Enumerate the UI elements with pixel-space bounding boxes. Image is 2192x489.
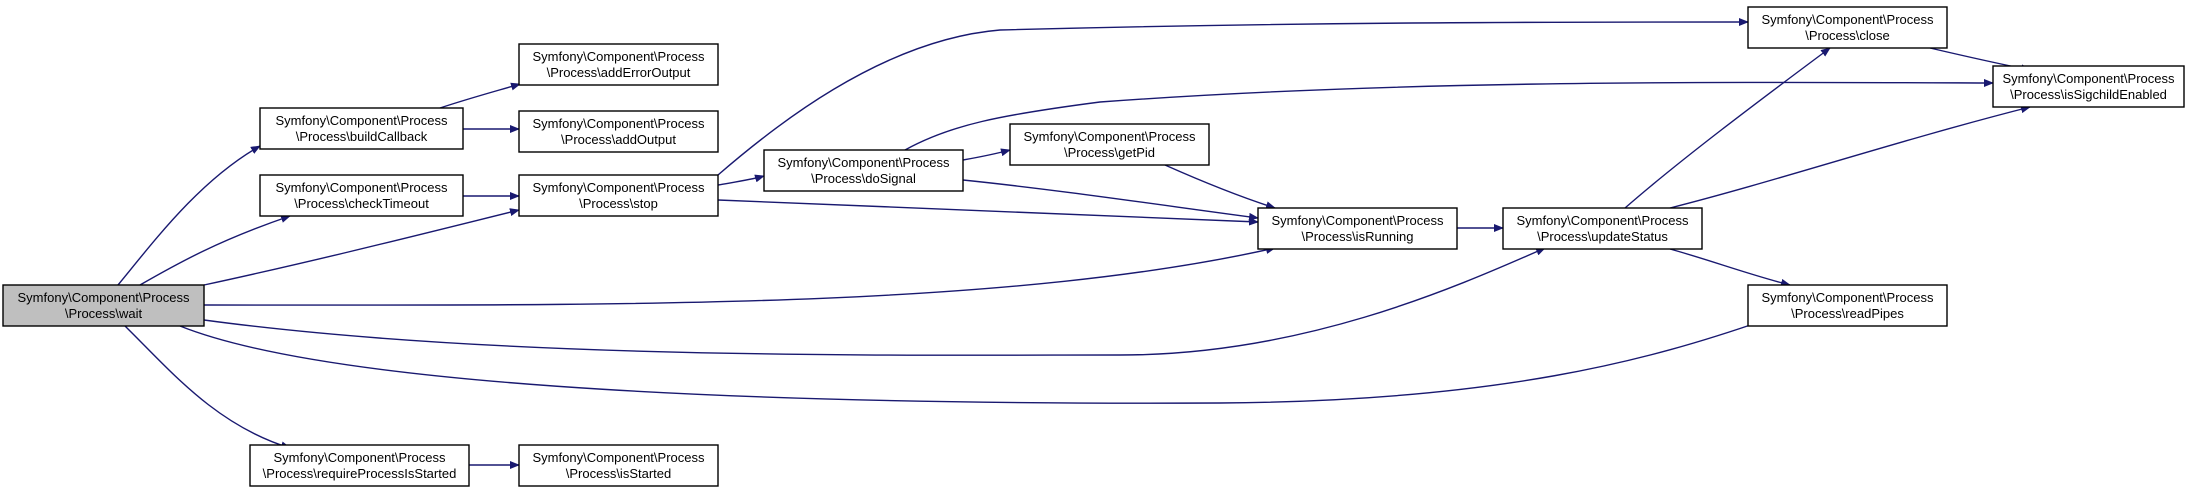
node-box (518, 43, 719, 86)
edge-updateStatus-to-isSigchildEnabled (1669, 105, 2031, 209)
edge-stop-to-isRunning (717, 199, 1259, 226)
node-box (1747, 284, 1948, 327)
node-label-line1: Symfony\Component\Process (2003, 71, 2175, 86)
node-isSigchildEnabled[interactable]: Symfony\Component\Process\Process\isSigc… (1992, 65, 2185, 108)
node-requireProcessIsStarted[interactable]: Symfony\Component\Process\Process\requir… (249, 444, 470, 487)
edge-wait-to-updateStatus (203, 247, 1546, 356)
node-doSignal[interactable]: Symfony\Component\Process\Process\doSign… (763, 149, 964, 192)
edge-wait-to-checkTimeout (139, 215, 291, 286)
edges-layer (117, 18, 2031, 469)
edge-wait-to-buildCallback (117, 145, 261, 286)
edge-stop-to-doSignal (717, 174, 765, 186)
node-getPid[interactable]: Symfony\Component\Process\Process\getPid (1009, 123, 1210, 166)
node-label-line1: Symfony\Component\Process (533, 180, 705, 195)
node-box (1009, 123, 1210, 166)
node-label-line2: \Process\close (1805, 28, 1890, 43)
node-label-line1: Symfony\Component\Process (778, 155, 950, 170)
node-label-line1: Symfony\Component\Process (533, 116, 705, 131)
node-box (2, 284, 205, 327)
nodes-layer: Symfony\Component\Process\Process\waitSy… (2, 6, 2185, 487)
node-wait[interactable]: Symfony\Component\Process\Process\wait (2, 284, 205, 327)
node-label-line1: Symfony\Component\Process (276, 113, 448, 128)
node-label-line1: Symfony\Component\Process (1517, 213, 1689, 228)
node-label-line2: \Process\doSignal (811, 171, 916, 186)
node-buildCallback[interactable]: Symfony\Component\Process\Process\buildC… (259, 107, 464, 150)
node-box (249, 444, 470, 487)
node-checkTimeout[interactable]: Symfony\Component\Process\Process\checkT… (259, 174, 464, 217)
node-box (259, 174, 464, 217)
node-label-line1: Symfony\Component\Process (1272, 213, 1444, 228)
node-addOutput[interactable]: Symfony\Component\Process\Process\addOut… (518, 110, 719, 153)
edge-wait-to-requireProcessIsStarted (124, 325, 291, 450)
node-label-line2: \Process\addOutput (561, 132, 676, 147)
node-box (1747, 6, 1948, 49)
node-updateStatus[interactable]: Symfony\Component\Process\Process\update… (1502, 207, 1703, 250)
node-label-line2: \Process\isRunning (1302, 229, 1414, 244)
node-box (259, 107, 464, 150)
node-label-line2: \Process\isStarted (566, 466, 672, 481)
node-box (1502, 207, 1703, 250)
node-label-line1: Symfony\Component\Process (274, 450, 446, 465)
edge-stop-to-close (717, 18, 1749, 176)
node-stop[interactable]: Symfony\Component\Process\Process\stop (518, 174, 719, 217)
node-readPipes[interactable]: Symfony\Component\Process\Process\readPi… (1747, 284, 1948, 327)
node-label-line2: \Process\checkTimeout (294, 196, 429, 211)
node-label-line2: \Process\readPipes (1791, 306, 1904, 321)
node-label-line2: \Process\isSigchildEnabled (2010, 87, 2167, 102)
node-box (1992, 65, 2185, 108)
edge-wait-to-stop (203, 208, 520, 286)
node-label-line1: Symfony\Component\Process (276, 180, 448, 195)
node-label-line1: Symfony\Component\Process (533, 49, 705, 64)
node-label-line2: \Process\wait (65, 306, 143, 321)
edge-doSignal-to-getPid (962, 148, 1011, 161)
node-isRunning[interactable]: Symfony\Component\Process\Process\isRunn… (1257, 207, 1458, 250)
edge-getPid-to-isRunning (1164, 164, 1276, 210)
node-addErrorOutput[interactable]: Symfony\Component\Process\Process\addErr… (518, 43, 719, 86)
node-label-line1: Symfony\Component\Process (18, 290, 190, 305)
node-label-line2: \Process\buildCallback (296, 129, 428, 144)
node-label-line2: \Process\requireProcessIsStarted (263, 466, 457, 481)
node-label-line1: Symfony\Component\Process (1024, 129, 1196, 144)
node-label-line2: \Process\addErrorOutput (547, 65, 691, 80)
edge-doSignal-to-isSigchildEnabled (904, 78, 1994, 151)
node-label-line1: Symfony\Component\Process (1762, 12, 1934, 27)
edge-updateStatus-to-close (1624, 47, 1831, 209)
edge-updateStatus-to-readPipes (1669, 248, 1791, 287)
node-label-line1: Symfony\Component\Process (1762, 290, 1934, 305)
node-box (518, 110, 719, 153)
edge-buildCallback-to-addErrorOutput (439, 82, 521, 109)
node-isStarted[interactable]: Symfony\Component\Process\Process\isStar… (518, 444, 719, 487)
node-close[interactable]: Symfony\Component\Process\Process\close (1747, 6, 1948, 49)
node-box (518, 174, 719, 217)
node-box (763, 149, 964, 192)
node-label-line2: \Process\updateStatus (1537, 229, 1668, 244)
node-box (518, 444, 719, 487)
edge-wait-to-readPipes (179, 319, 1766, 404)
edge-doSignal-to-isRunning (962, 179, 1259, 221)
node-label-line1: Symfony\Component\Process (533, 450, 705, 465)
edge-wait-to-isRunning (203, 246, 1276, 306)
node-box (1257, 207, 1458, 250)
node-label-line2: \Process\stop (579, 196, 658, 211)
node-label-line2: \Process\getPid (1064, 145, 1155, 160)
